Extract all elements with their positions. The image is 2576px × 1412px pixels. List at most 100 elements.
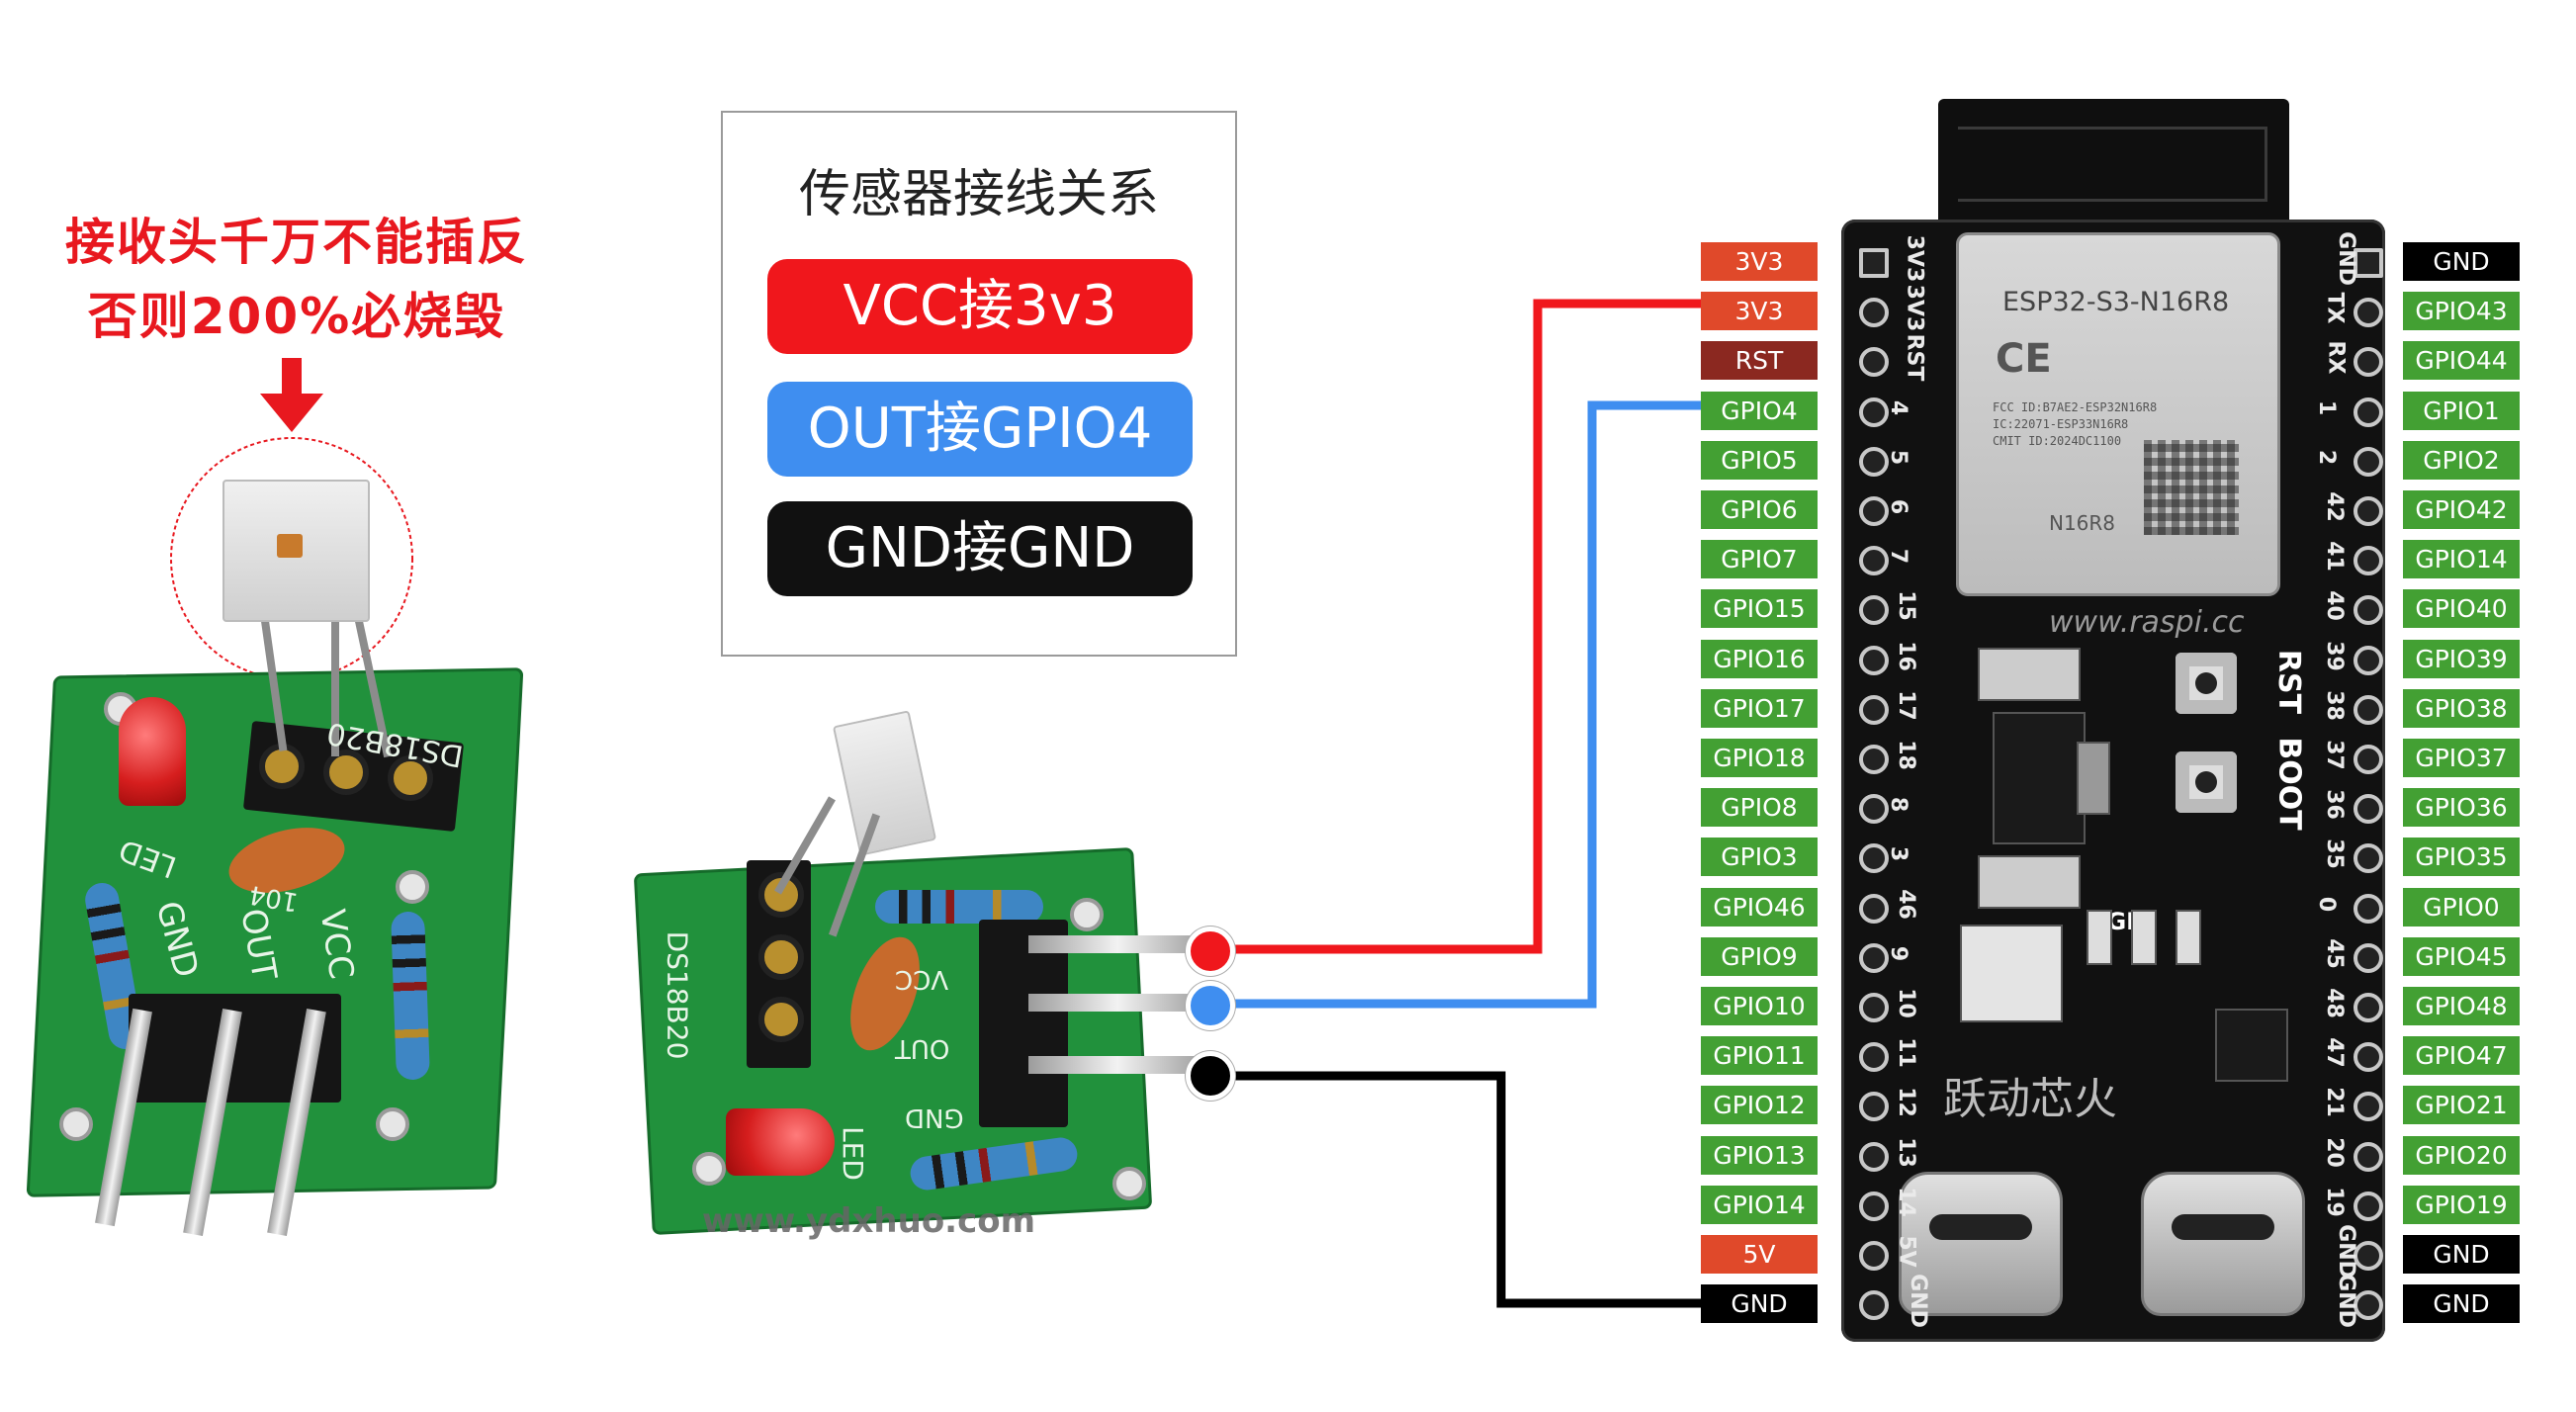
header-pin-hole [2354,1092,2383,1122]
header-pin-hole [1859,993,1889,1022]
mount-hole [59,1107,93,1141]
board-website: www.raspi.cc [2049,605,2245,640]
header-pin-hole [1859,496,1889,526]
left-pin-label: GPIO3 [1701,838,1818,877]
left-pin-label: GPIO17 [1701,688,1818,728]
left-pin-label: GPIO46 [1701,887,1818,927]
right-pin-label: GPIO0 [2403,887,2520,927]
fcc-line: IC:22071-ESP33N16R8 [1993,417,2129,431]
usb-c-port[interactable] [1899,1172,2063,1316]
header-pin-hole [2354,843,2383,874]
right-pin-label: GPIO1 [2403,391,2520,430]
right-pin-label: GPIO48 [2403,987,2520,1025]
right-pin-label: GPIO21 [2403,1086,2520,1125]
wire-out [1224,400,1701,1009]
legend-gnd: GND接GND [767,501,1193,596]
usb-c-port[interactable] [2141,1172,2305,1316]
wire-gnd [1224,1071,1701,1308]
header-pin-hole [2354,993,2383,1022]
right-pin-label: GND [2403,1235,2520,1274]
indicator-led [2087,910,2112,965]
header-pin-hole [1859,298,1889,328]
boot-button[interactable] [2176,751,2237,813]
header-pin-hole [1859,347,1889,378]
left-pin-label: GPIO5 [1701,440,1818,480]
left-pin-label: GPIO14 [1701,1185,1818,1224]
header-pin-hole [1859,893,1889,924]
header-pin-hole [2354,1241,2383,1271]
header-pin-hole [1859,1191,1889,1221]
left-pin-label: GPIO18 [1701,739,1818,777]
right-pin-label: GPIO2 [2403,440,2520,480]
header-pin [1028,1056,1206,1074]
header-pin-hole [1859,694,1889,725]
right-pin-label: GPIO38 [2403,688,2520,728]
header-pin-hole [2354,745,2383,774]
left-pin-label: GND [1701,1284,1818,1324]
wire-dot-out [1186,981,1235,1030]
header-pin-hole [1859,1290,1889,1321]
ir-leg [331,608,339,756]
wire-vcc [1224,299,1701,954]
header-pin-hole [2354,595,2383,626]
rst-button[interactable] [2176,653,2237,714]
legend-vcc: VCC接3v3 [767,259,1193,354]
down-arrow-icon [260,358,323,432]
wire-dot-gnd [1186,1051,1235,1101]
header-pin-hole [1859,595,1889,626]
left-pin-label: GPIO7 [1701,540,1818,579]
right-pin-label: GPIO42 [2403,490,2520,529]
warning-line-1: 接收头千万不能插反 [65,214,528,271]
socket-pin [758,934,804,980]
module-name: ESP32-S3-N16R8 [2002,287,2230,317]
right-pin-label: GPIO19 [2403,1185,2520,1224]
left-pin-label: GPIO16 [1701,639,1818,678]
socket-pin [388,755,433,801]
left-pin-label: RST [1701,341,1818,381]
header-pin [1028,935,1206,953]
left-pin-label: GPIO8 [1701,788,1818,828]
board-brand: 跃动芯火 [1943,1074,2117,1124]
qr-code-icon [2144,440,2239,535]
left-pin-label: 5V [1701,1235,1818,1274]
right-pin-label: GND [2403,242,2520,281]
mount-hole [692,1152,726,1186]
right-pin-label: GPIO14 [2403,540,2520,579]
antenna-trace [1958,127,2267,202]
right-pin-label: GPIO35 [2403,838,2520,877]
right-pin-label: GND [2403,1284,2520,1324]
header-pin [1028,994,1206,1012]
socket-pin [323,750,369,795]
header-pin-hole [2354,1290,2383,1321]
left-pin-label: 3V3 [1701,292,1818,331]
fcc-line: FCC ID:B7AE2-ESP32N16R8 [1993,400,2158,414]
resistor [875,890,1043,924]
right-pin-label: GPIO43 [2403,292,2520,331]
header-pin-hole [1859,1042,1889,1073]
header-pin-hole [2354,1191,2383,1221]
header-pin-hole [1859,397,1889,427]
mount-hole [1070,898,1104,931]
header-pin-hole [1859,248,1889,278]
esp32-module [1956,232,2280,596]
left-pin-label: GPIO13 [1701,1135,1818,1175]
left-pin-label: GPIO9 [1701,936,1818,976]
right-pin-label: GPIO44 [2403,341,2520,381]
left-pin-label: 3V3 [1701,242,1818,281]
fcc-line: CMIT ID:2024DC1100 [1993,434,2122,448]
header-pin-hole [2354,1141,2383,1172]
watermark-text: www.ydxhuo.com [702,1201,1036,1241]
right-pin-label: GPIO45 [2403,936,2520,976]
warning-line-2: 否则200%必烧毁 [87,288,506,345]
header-pin-hole [2354,794,2383,825]
right-pin-label: GPIO20 [2403,1135,2520,1175]
header-pin-hole [2354,893,2383,924]
header-pin-hole [1859,446,1889,477]
legend-out: OUT接GPIO4 [767,382,1193,477]
header-pin-hole [2354,496,2383,526]
right-pin-label: GPIO47 [2403,1036,2520,1076]
left-pin-label: GPIO15 [1701,589,1818,629]
mount-hole [1112,1167,1146,1200]
module-variant: N16R8 [2049,511,2116,535]
indicator-led [2176,910,2201,965]
